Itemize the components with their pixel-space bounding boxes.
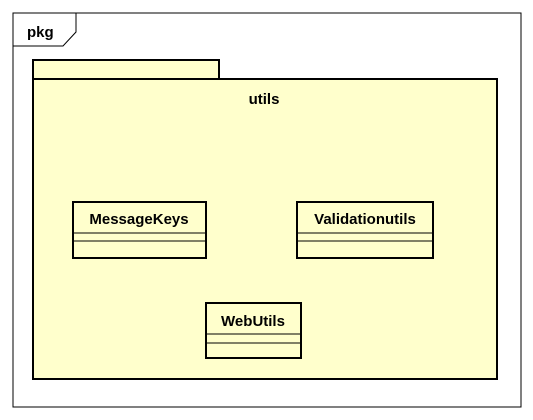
class-name: Validationutils — [314, 211, 416, 228]
class-name: MessageKeys — [89, 211, 188, 228]
class-messagekeys[interactable]: MessageKeys — [72, 201, 207, 259]
frame-label-box — [12, 12, 77, 47]
class-box[interactable] — [296, 201, 434, 259]
class-box[interactable] — [205, 302, 302, 359]
class-webutils[interactable]: WebUtils — [205, 302, 302, 359]
package-tab[interactable] — [32, 59, 220, 81]
class-validationutils[interactable]: Validationutils — [296, 201, 434, 259]
class-box[interactable] — [72, 201, 207, 259]
class-name: WebUtils — [221, 313, 285, 330]
package-name: utils — [249, 91, 280, 108]
frame-label: pkg — [27, 24, 54, 41]
